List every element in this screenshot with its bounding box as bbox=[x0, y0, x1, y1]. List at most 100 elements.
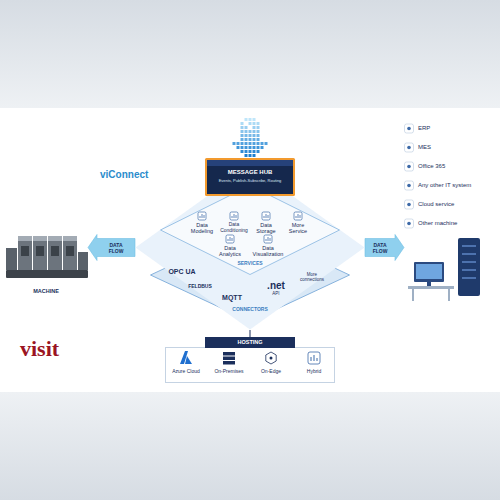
printing-machine bbox=[6, 236, 88, 278]
icon bbox=[405, 181, 414, 190]
pixel-block bbox=[257, 146, 260, 149]
icon bbox=[230, 212, 238, 220]
pixel-block bbox=[237, 146, 240, 149]
icon bbox=[405, 162, 414, 171]
system-icon bbox=[405, 219, 414, 228]
server-slot bbox=[462, 245, 476, 247]
logo-text: visit bbox=[20, 336, 59, 361]
pixel-block bbox=[241, 122, 244, 125]
icon bbox=[180, 351, 192, 364]
pixel-block bbox=[245, 154, 248, 157]
tower-window bbox=[21, 246, 29, 256]
node-text: More connections bbox=[296, 272, 328, 282]
hosting-header bbox=[205, 337, 295, 348]
hosting-box: HOSTINGAzure CloudOn-PremisesOn-EdgeHybr… bbox=[165, 337, 335, 383]
node-text: FELDBUS bbox=[185, 284, 215, 290]
server-icon bbox=[223, 352, 235, 356]
service-icon-mark bbox=[232, 214, 236, 218]
node-text: MESSAGE HUB bbox=[208, 169, 292, 176]
link-line bbox=[250, 330, 251, 337]
hosting-panel bbox=[166, 348, 335, 383]
server-slot bbox=[462, 277, 476, 279]
flow-label: DATA FLOW bbox=[104, 242, 128, 254]
node-text: Any other IT system bbox=[418, 182, 471, 189]
node-text: ERP bbox=[418, 125, 430, 132]
icon bbox=[226, 235, 234, 243]
pixel-block bbox=[245, 150, 248, 153]
node-text: Data Conditioning bbox=[219, 222, 249, 233]
pixel-arrow bbox=[233, 118, 268, 157]
server-icon bbox=[223, 361, 235, 365]
service-icon bbox=[226, 235, 234, 243]
machine-tower bbox=[48, 240, 62, 270]
server-slot bbox=[462, 261, 476, 263]
desk-leg bbox=[412, 289, 414, 301]
service-icon bbox=[262, 212, 270, 220]
node-shape bbox=[404, 122, 494, 312]
icon bbox=[198, 212, 206, 220]
machine-feeder bbox=[6, 248, 17, 270]
pixel-block bbox=[245, 118, 248, 121]
icon bbox=[405, 143, 414, 152]
pixel-block bbox=[245, 138, 248, 141]
system-icon bbox=[405, 162, 414, 171]
system-icon bbox=[405, 200, 414, 209]
service-icon-mark bbox=[200, 214, 204, 218]
system-icon bbox=[405, 124, 414, 133]
hybrid-icon bbox=[308, 352, 320, 364]
monitor-stand bbox=[427, 282, 431, 286]
pixel-block bbox=[245, 142, 248, 145]
machine-tower bbox=[33, 240, 47, 270]
pixel-block bbox=[241, 150, 244, 153]
tower-top bbox=[18, 236, 32, 241]
service-icon-mark bbox=[228, 237, 232, 241]
node-text: CONNECTORS bbox=[228, 307, 272, 313]
pixel-block bbox=[245, 126, 248, 129]
pixel-block bbox=[249, 150, 252, 153]
node-text: Hybrid bbox=[294, 369, 334, 375]
pixel-block bbox=[261, 142, 264, 145]
bottom-band bbox=[0, 392, 500, 500]
platform-diamond: MESSAGE HUBEvents, Publish-Subscribe, Ro… bbox=[135, 165, 365, 330]
pixel-block bbox=[253, 138, 256, 141]
it-systems-panel: ERPMESOffice 365Any other IT systemCloud… bbox=[404, 122, 494, 312]
node-text: Data Modeling bbox=[187, 222, 217, 235]
system-icon-dot bbox=[407, 127, 411, 131]
node-text: MQTT bbox=[216, 294, 248, 302]
node-text: Office 365 bbox=[418, 163, 445, 170]
desk-top bbox=[408, 286, 454, 289]
machine-delivery bbox=[78, 252, 88, 270]
azure-icon bbox=[180, 351, 192, 364]
pixel-block bbox=[245, 134, 248, 137]
white-band bbox=[0, 108, 500, 392]
icon bbox=[405, 200, 414, 209]
pixel-block bbox=[241, 126, 244, 129]
node-text: .net bbox=[262, 280, 290, 291]
pixel-block bbox=[241, 138, 244, 141]
hub-bevel bbox=[207, 160, 293, 166]
pixel-block bbox=[253, 150, 256, 153]
machine-node: MACHINE bbox=[4, 212, 88, 302]
service-icon-mark bbox=[266, 237, 270, 241]
icon bbox=[266, 352, 276, 364]
server-slot bbox=[462, 253, 476, 255]
system-icon-dot bbox=[407, 146, 411, 150]
pixel-block bbox=[241, 142, 244, 145]
icon bbox=[264, 235, 272, 243]
monitor bbox=[414, 262, 444, 282]
flow-label: DATA FLOW bbox=[368, 242, 392, 254]
top-band bbox=[0, 0, 500, 108]
tower-window bbox=[51, 246, 59, 256]
tower-window bbox=[66, 246, 74, 256]
node-text: On-Premises bbox=[209, 369, 249, 375]
pixel-block bbox=[249, 142, 252, 145]
message-hub-box: MESSAGE HUBEvents, Publish-Subscribe, Ro… bbox=[205, 158, 295, 196]
edge-icon-dot bbox=[270, 357, 273, 360]
service-icon-mark bbox=[264, 214, 268, 218]
pixel-block bbox=[253, 142, 256, 145]
machine-tower bbox=[63, 240, 77, 270]
pixel-block bbox=[249, 154, 252, 157]
icon bbox=[294, 212, 302, 220]
edge-icon bbox=[266, 352, 276, 364]
pixel-block bbox=[249, 138, 252, 141]
